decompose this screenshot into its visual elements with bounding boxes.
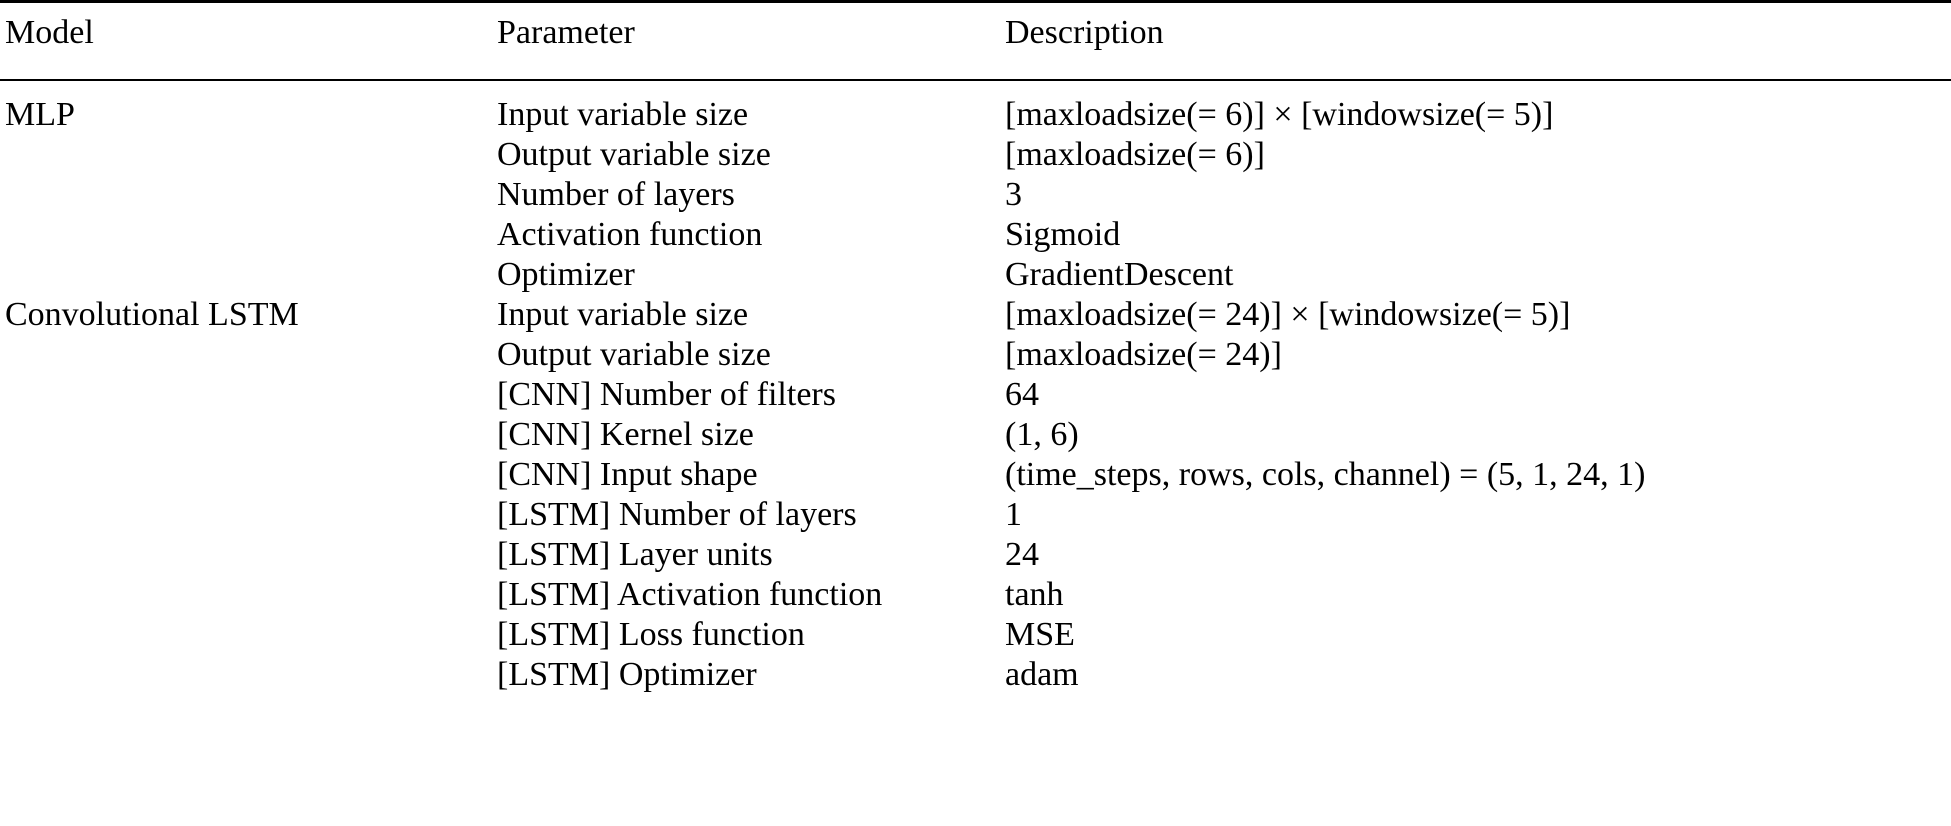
cell-model [0,615,497,655]
cell-parameter: [LSTM] Number of layers [497,496,857,533]
cell-model: Convolutional LSTM [5,296,299,333]
cell-model [0,455,497,495]
cell-model [0,375,497,415]
cell-description: (1, 6) [1005,416,1079,453]
table-row: [CNN] Kernel size (1, 6) [0,415,1951,455]
cell-description: (time_steps, rows, cols, channel) = (5, … [1005,456,1646,493]
model-parameter-table: Model Parameter Description MLP Input var… [0,1,1951,695]
cell-parameter: Input variable size [497,296,749,333]
column-header-description: Description [1005,14,1164,51]
cell-model [0,495,497,535]
cell-parameter: Activation function [497,216,763,253]
table-body: MLP Input variable size [maxloadsize(= 6)]… [0,80,1951,695]
cell-parameter: Number of layers [497,176,735,213]
cell-model [0,255,497,295]
cell-model [0,575,497,615]
table-header: Model Parameter Description [0,1,1951,80]
cell-description: [maxloadsize(= 6)] [1005,136,1265,173]
cell-model [0,535,497,575]
table-row: Activation function Sigmoid [0,215,1951,255]
table-row: [LSTM] Optimizer adam [0,655,1951,695]
table-row: [LSTM] Activation function tanh [0,575,1951,615]
cell-parameter: Output variable size [497,336,771,373]
table-row: [CNN] Input shape (time_steps, rows, cols… [0,455,1951,495]
cell-model [0,415,497,455]
cell-parameter: Input variable size [497,96,749,133]
cell-description: 1 [1005,496,1022,533]
table-row: Output variable size [maxloadsize(= 6)] [0,135,1951,175]
cell-parameter: Output variable size [497,136,771,173]
cell-parameter: [LSTM] Loss function [497,616,805,653]
table-row: [LSTM] Layer units 24 [0,535,1951,575]
cell-parameter: [CNN] Number of filters [497,376,836,413]
table-header-row: Model Parameter Description [0,1,1951,80]
cell-parameter: [CNN] Kernel size [497,416,754,453]
table-row: [CNN] Number of filters 64 [0,375,1951,415]
cell-description: [maxloadsize(= 6)] × [windowsize(= 5)] [1005,96,1554,133]
cell-model [0,135,497,175]
cell-description: adam [1005,656,1079,693]
cell-model [0,335,497,375]
table-row: MLP Input variable size [maxloadsize(= 6)]… [0,80,1951,135]
cell-parameter: [CNN] Input shape [497,456,758,493]
cell-description: [maxloadsize(= 24)] [1005,336,1282,373]
cell-description: Sigmoid [1005,216,1121,253]
cell-description: 3 [1005,176,1022,213]
cell-description: GradientDescent [1005,256,1234,293]
table-row: Optimizer GradientDescent [0,255,1951,295]
column-header-model: Model [5,14,94,51]
table-row: [LSTM] Loss function MSE [0,615,1951,655]
cell-description: 64 [1005,376,1039,413]
column-header-parameter: Parameter [497,14,635,51]
table-row: Convolutional LSTM Input variable size [ma… [0,295,1951,335]
cell-description: MSE [1005,616,1075,653]
cell-parameter: [LSTM] Optimizer [497,656,757,693]
cell-model: MLP [5,96,75,133]
cell-parameter: [LSTM] Layer units [497,536,773,573]
cell-model [0,175,497,215]
cell-model [0,215,497,255]
table-row: Number of layers 3 [0,175,1951,215]
cell-parameter: [LSTM] Activation function [497,576,883,613]
cell-description: 24 [1005,536,1039,573]
cell-parameter: Optimizer [497,256,635,293]
cell-description: tanh [1005,576,1064,613]
cell-description: [maxloadsize(= 24)] × [windowsize(= 5)] [1005,296,1571,333]
cell-model [0,655,497,695]
table-row: [LSTM] Number of layers 1 [0,495,1951,535]
table-row: Output variable size [maxloadsize(= 24)] [0,335,1951,375]
